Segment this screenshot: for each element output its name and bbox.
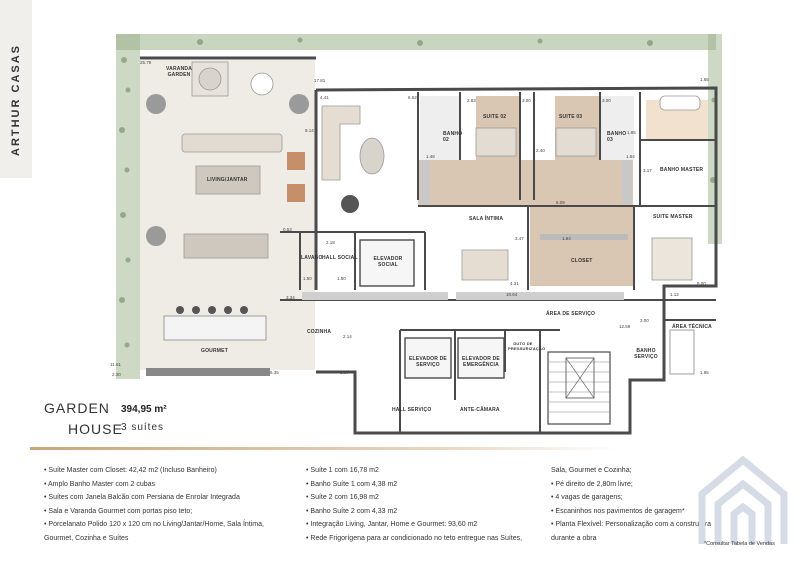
title-line-2: HOUSE: [68, 421, 123, 437]
room-gourmet: GOURMET: [201, 348, 228, 354]
dimension: 1.12: [670, 292, 679, 297]
total-area: 394,95 m²: [121, 404, 167, 415]
dimension: 3.00: [602, 98, 611, 103]
feature-item: Gourmet, Cozinha e Suítes: [44, 534, 129, 542]
feature-item: • Suíte 1 com 16,78 m2: [306, 467, 379, 474]
feature-item: • Integração Living, Jantar, Home e Gour…: [306, 521, 478, 529]
dimension: 11.61: [110, 362, 121, 367]
dimension: 1.95: [700, 370, 709, 375]
dimension: 1.54: [626, 154, 635, 159]
feature-item: • Suítes com Janela Balcão com Persiana …: [44, 494, 240, 502]
room-banho-03: BANHO 03: [607, 131, 627, 143]
room-banho-servico: BANHO SERVIÇO: [634, 348, 658, 360]
feature-item: • Suíte 2 com 16,98 m2: [306, 494, 379, 502]
floor-plan: [116, 34, 722, 435]
room-sala-intima: SALA ÍNTIMA: [469, 216, 504, 222]
title-line-1: GARDEN: [44, 400, 110, 416]
feature-item: • Amplo Banho Master com 2 cubas: [44, 480, 156, 488]
room-ante-camara: ANTE-CÂMARA: [460, 407, 500, 413]
dimension: 3.47: [515, 236, 524, 241]
dimension: 6.35: [270, 370, 279, 375]
dimension: 0.53: [283, 227, 292, 232]
footnote: *Consultar Tabela de Vendas: [704, 541, 775, 547]
feature-item: • Rede Frigorígena para ar condicionado …: [306, 534, 523, 542]
dimension: 6.52: [408, 95, 417, 100]
dimension: 2.14: [343, 334, 352, 339]
dimension: 4.41: [320, 95, 329, 100]
dimension: 6.00: [697, 281, 706, 286]
dimension: 3.07: [340, 370, 349, 375]
dimension: 1.50: [337, 276, 346, 281]
features-column-3: Sala, Gourmet e Cozinha; • Pé direito de…: [551, 464, 711, 546]
feature-item: • 4 vagas de garagens;: [551, 494, 623, 502]
feature-item: • Banho Suíte 2 com 4,33 m2: [306, 507, 398, 515]
dimension: 2.30: [112, 372, 121, 377]
dimension: 3.17: [643, 168, 652, 173]
dimension: 17.81: [314, 78, 326, 83]
room-banho-02: BANHO 02: [443, 131, 463, 143]
room-area-servico: ÁREA DE SERVIÇO: [546, 311, 596, 317]
feature-item: • Banho Suíte 1 com 4,38 m2: [306, 480, 398, 488]
room-elevador-servico: ELEVADOR DE SERVIÇO: [409, 356, 447, 368]
dimension: 1.50: [303, 276, 312, 281]
features-column-1: • Suíte Master com Closet: 42,42 m2 (Inc…: [44, 464, 264, 546]
room-banho-master: BANHO MASTER: [660, 167, 704, 173]
room-closet: CLOSET: [571, 258, 593, 264]
dimension: 6.09: [556, 200, 565, 205]
room-area-tecnica: ÁREA TÉCNICA: [672, 324, 712, 330]
dimension: 3.34: [286, 295, 295, 300]
room-living-jantar: LIVING/JANTAR: [207, 177, 248, 183]
feature-item: durante a obra: [551, 534, 597, 542]
room-suite-02: SUITE 02: [483, 114, 507, 120]
dimension: 12.59: [619, 324, 631, 329]
accent-divider: [30, 447, 620, 450]
feature-item: • Planta Flexível: Personalização com a …: [551, 521, 712, 529]
feature-item: Sala, Gourmet e Cozinha;: [551, 467, 632, 474]
dimension: 10.64: [506, 292, 518, 297]
feature-item: • Pé direito de 2,80m livre;: [551, 480, 633, 488]
dimension: 1.65: [700, 77, 709, 82]
room-suite-03: SUITE 03: [559, 114, 583, 120]
house-logo-icon: [698, 455, 788, 544]
dimension: 2.83: [467, 98, 476, 103]
room-elevador-social: ELEVADOR SOCIAL: [373, 256, 403, 268]
dimension: 2.40: [536, 148, 545, 153]
dimension: 8.14: [305, 128, 314, 133]
room-lavabo: LAVABO: [301, 255, 323, 261]
dimension: 3.00: [522, 98, 531, 103]
room-cozinha: COZINHA: [307, 329, 332, 335]
feature-item: • Escaninhos nos pavimentos de garagem*: [551, 507, 685, 515]
suites-count: 3 suítes: [121, 422, 165, 433]
room-duto-pressurizacao: DUTO DE PRESSURIZAÇÃO: [508, 341, 546, 351]
room-elevador-emergencia: ELEVADOR DE EMERGÊNCIA: [462, 356, 500, 368]
feature-item: • Porcelanato Polido 120 x 120 cm no Liv…: [44, 521, 264, 529]
room-hall-social: HALL SOCIAL: [322, 255, 358, 261]
room-suite-master: SUITE MASTER: [653, 214, 693, 220]
features-column-2: • Suíte 1 com 16,78 m2 • Banho Suíte 1 c…: [306, 464, 522, 546]
room-hall-servico: HALL SERVIÇO: [392, 407, 432, 413]
dimension: 3.00: [640, 318, 649, 323]
feature-item: • Suíte Master com Closet: 42,42 m2 (Inc…: [44, 467, 217, 474]
brand-strip: ARTHUR CASAS: [0, 0, 32, 178]
feature-item: • Sala e Varanda Gourmet com portas piso…: [44, 507, 193, 515]
dimension: 25.79: [140, 60, 152, 65]
dimension: 2.18: [326, 240, 335, 245]
dimension: 1.48: [426, 154, 435, 159]
dimension: 4.31: [510, 281, 519, 286]
dimension: 1.64: [562, 236, 571, 241]
dimension: 1.85: [627, 130, 636, 135]
room-varanda-garden: VARANDA GARDEN: [165, 66, 193, 78]
